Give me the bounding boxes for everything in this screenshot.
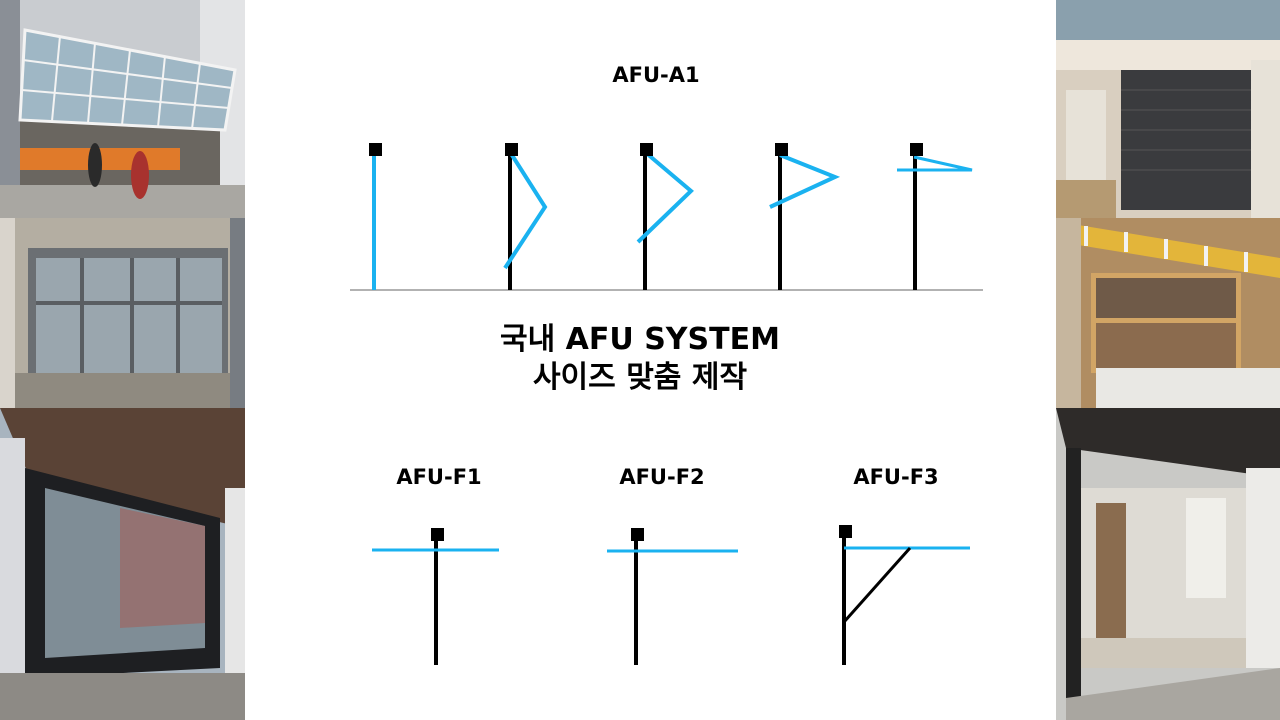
heading-line-2: 사이즈 맞춤 제작: [533, 360, 747, 395]
folding-system-diagram: AFU-A1 국내 AFU SYSTEM 사이즈 맞춤 제작 AFU-F1 AF…: [350, 63, 983, 665]
pivot-marker: [775, 143, 788, 156]
f3-diagram: [839, 525, 970, 665]
f2-diagram: [607, 528, 738, 665]
pivot-marker: [910, 143, 923, 156]
photo-awning-window: [1056, 218, 1280, 408]
a1-stage-folding-2: [636, 143, 694, 290]
pivot-marker: [631, 528, 644, 541]
f1-diagram: [372, 528, 499, 665]
title-afu-f3: AFU-F3: [853, 465, 938, 489]
photo-black-frame-window: [0, 408, 245, 720]
heading-line-1: 국내 AFU SYSTEM: [500, 322, 780, 357]
a1-stage-closed: [369, 143, 382, 290]
pivot-marker: [431, 528, 444, 541]
title-afu-f1: AFU-F1: [396, 465, 481, 489]
pivot-marker: [839, 525, 852, 538]
photo-interior-shutter: [1056, 0, 1280, 218]
photo-open-facade: [1056, 408, 1280, 720]
title-afu-f2: AFU-F2: [619, 465, 704, 489]
photo-garage-folding-door: [0, 0, 245, 218]
a1-stage-folding-1: [503, 143, 548, 290]
title-afu-a1: AFU-A1: [612, 63, 699, 87]
a1-stage-folding-3: [769, 143, 841, 290]
pivot-marker: [369, 143, 382, 156]
pivot-marker: [505, 143, 518, 156]
pivot-marker: [640, 143, 653, 156]
photo-gray-frame-window: [0, 218, 245, 408]
a1-stage-open: [897, 143, 973, 290]
